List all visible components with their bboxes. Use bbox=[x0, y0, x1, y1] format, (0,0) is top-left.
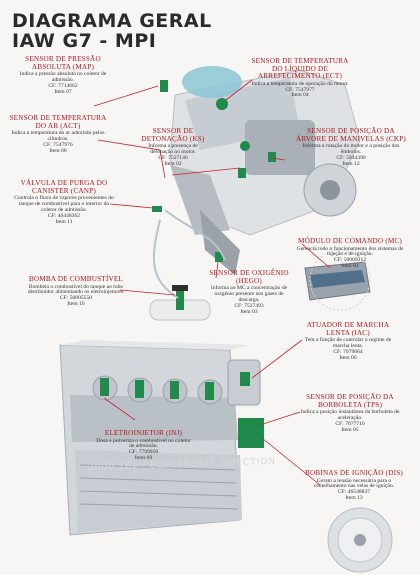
hego-cf: CF: 7527493 bbox=[234, 302, 264, 309]
ks-desc: Informa a presença de detonação no motor… bbox=[148, 143, 198, 155]
label-fuel-pump: BOMBA DE COMBUSTÍVEL Bombeia o combustív… bbox=[26, 275, 126, 308]
iac-name: ATUADOR DE MARCHA LENTA (IAC) bbox=[306, 321, 390, 337]
ckp-name: SENSOR DE POSIÇÃO DA ÁRVORE DE MANIVELAS… bbox=[295, 127, 407, 143]
canp-item: Item 11 bbox=[55, 218, 73, 225]
control-module-unit bbox=[304, 249, 371, 311]
tps-cf: CF: 7077710 bbox=[335, 420, 365, 427]
canp-name: VÁLVULA DE PURGA DO CANISTER (CANP) bbox=[20, 179, 108, 195]
inj-desc: Dosa e pulveriza o combustível no coleto… bbox=[96, 437, 191, 450]
hego-item: Item 03 bbox=[240, 308, 258, 315]
label-injector: ELETROINJETOR (INJ) Dosa e pulveriza o c… bbox=[96, 429, 191, 462]
ect-desc: Indica a temperatura de operação do moto… bbox=[251, 80, 349, 87]
hego-desc: Informa ao MC a concentração de oxigênio… bbox=[210, 285, 288, 303]
act-desc: Indica a temperatura do ar admitido pelo… bbox=[11, 130, 105, 142]
pump-cf: CF: 50005550 bbox=[59, 295, 93, 302]
map-item: Item 07 bbox=[54, 88, 72, 95]
tps-desc: Indica a posição instantânea da borbolet… bbox=[300, 409, 400, 421]
iac-item: Item 06 bbox=[339, 354, 357, 361]
title-line-1: DIAGRAMA GERAL bbox=[12, 10, 212, 32]
title-line-2: IAW G7 - MPI bbox=[12, 30, 157, 52]
map-name: SENSOR DE PRESSÃO ABSOLUTA (MAP) bbox=[25, 55, 101, 71]
inj-name: ELETROINJETOR (INJ) bbox=[104, 429, 183, 437]
pump-name: BOMBA DE COMBUSTÍVEL bbox=[28, 275, 124, 283]
tps-item: Item 05 bbox=[341, 426, 359, 433]
act-item: Item 08 bbox=[49, 147, 67, 154]
canp-cf: CF: 46448362 bbox=[47, 212, 81, 219]
dis-cf: CF: 46548837 bbox=[337, 489, 371, 496]
ks-name: SENSOR DE DETONAÇÃO (KS) bbox=[141, 127, 205, 143]
label-ckp-sensor: SENSOR DE POSIÇÃO DA ÁRVORE DE MANIVELAS… bbox=[295, 127, 407, 168]
dis-name: BOBINAS DE IGNIÇÃO (DIS) bbox=[304, 469, 404, 477]
ect-name: SENSOR DE TEMPERATURA DO LÍQUIDO DE ARRE… bbox=[251, 57, 349, 81]
leader-lines bbox=[93, 79, 331, 486]
act-cf: CF: 7547976 bbox=[43, 141, 73, 148]
throttle-body-unit bbox=[227, 359, 264, 448]
label-act-sensor: SENSOR DE TEMPERATURA DO AR (ACT) Indica… bbox=[8, 114, 108, 155]
hego-name: SENSOR DE OXIGÊNIO (HEGO) bbox=[209, 269, 289, 285]
ect-cf: CF: 7547977 bbox=[285, 86, 315, 93]
act-name: SENSOR DE TEMPERATURA DO AR (ACT) bbox=[9, 114, 107, 130]
label-iac-actuator: ATUADOR DE MARCHA LENTA (IAC) Tem a funç… bbox=[298, 321, 398, 362]
mc-item: Item 02 bbox=[341, 263, 359, 270]
ckp-item: Item 12 bbox=[342, 160, 360, 167]
label-canp-valve: VÁLVULA DE PURGA DO CANISTER (CANP) Cont… bbox=[14, 179, 114, 225]
mc-cf: CF: 50009212 bbox=[333, 257, 367, 264]
pump-desc: Bombeia o combustível do tanque ao tubo … bbox=[27, 283, 125, 296]
canp-desc: Controla o fluxo de vapores provenientes… bbox=[14, 195, 114, 213]
dis-desc: Geram a tensão necessária para o centelh… bbox=[313, 477, 395, 490]
sensor-markers-upper bbox=[152, 80, 276, 262]
pump-item: Item 10 bbox=[67, 301, 85, 308]
hose-lines bbox=[152, 209, 226, 299]
label-control-module: MÓDULO DE COMANDO (MC) Gerencia todo o f… bbox=[290, 237, 410, 270]
iac-desc: Tem a função de controlar o regime de ma… bbox=[304, 337, 392, 349]
label-hego-sensor: SENSOR DE OXIGÊNIO (HEGO) Informa ao MC … bbox=[205, 269, 293, 315]
dis-item: Item 13 bbox=[345, 495, 363, 502]
ks-cf: CF: 7527146 bbox=[158, 154, 188, 161]
ignition-coil-unit bbox=[327, 507, 393, 573]
iac-cf: CF: 7079064 bbox=[333, 348, 363, 355]
ks-item: Item 02 bbox=[164, 160, 182, 167]
ckp-cf: CF: 5944390 bbox=[336, 154, 366, 161]
inj-cf: CF: 7799950 bbox=[128, 449, 159, 456]
ckp-desc: Informa a rotação do motor e a posição d… bbox=[302, 143, 400, 155]
fuel-pump-unit bbox=[149, 285, 211, 321]
tps-name: SENSOR DE POSIÇÃO DA BORBOLETA (TPS) bbox=[306, 393, 394, 409]
ect-item: Item 04 bbox=[291, 92, 309, 99]
map-desc: Indica a pressão absoluta no coletor de … bbox=[19, 71, 107, 83]
injector-markers bbox=[100, 378, 214, 400]
engine-upper-block bbox=[169, 66, 361, 275]
label-ignition-coils: BOBINAS DE IGNIÇÃO (DIS) Geram a tensão … bbox=[300, 469, 408, 502]
label-ect-sensor: SENSOR DE TEMPERATURA DO LÍQUIDO DE ARRE… bbox=[250, 57, 350, 99]
label-tps-sensor: SENSOR DE POSIÇÃO DA BORBOLETA (TPS) Ind… bbox=[296, 393, 404, 434]
mc-desc: Gerencia todo o funcionamento dos sistem… bbox=[296, 245, 404, 258]
label-map-sensor: SENSOR DE PRESSÃO ABSOLUTA (MAP) Indica … bbox=[18, 55, 108, 96]
inj-item: Item 09 bbox=[134, 455, 153, 462]
map-cf: CF: 7714662 bbox=[48, 82, 78, 89]
mc-name: MÓDULO DE COMANDO (MC) bbox=[297, 237, 403, 245]
label-ks-sensor: SENSOR DE DETONAÇÃO (KS) Informa a prese… bbox=[138, 127, 208, 168]
